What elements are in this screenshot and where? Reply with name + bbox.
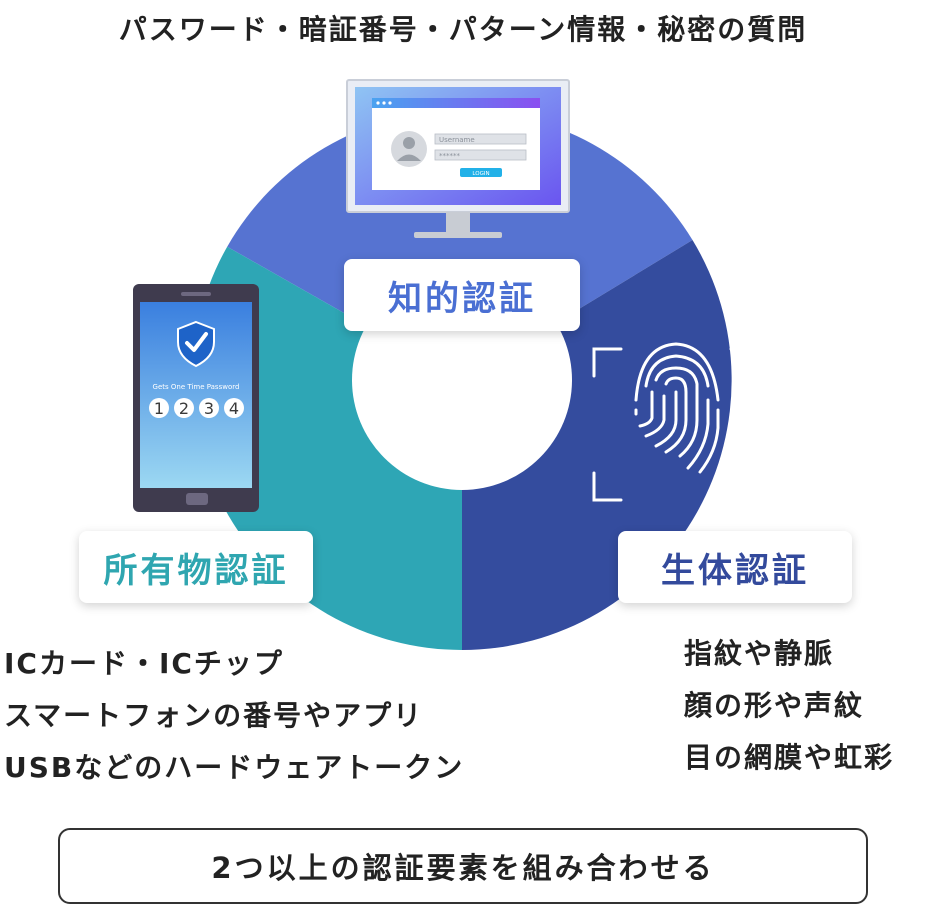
list-item: 顔の形や声紋 [684, 689, 865, 722]
label-knowledge-factor: 知的認証 [344, 259, 580, 331]
list-item: ICカード・ICチップ [4, 647, 284, 680]
biometric-examples-list: 指紋や静脈 顔の形や声紋 目の網膜や虹彩 [684, 628, 894, 784]
summary-box: 2つ以上の認証要素を組み合わせる [58, 828, 868, 904]
username-placeholder: Username [439, 136, 475, 144]
otp-digit: 1 [154, 399, 164, 418]
otp-digits: 1 2 3 4 [149, 398, 244, 418]
smartphone-illustration: Gets One Time Password 1 2 3 4 [133, 284, 259, 512]
otp-digit: 4 [229, 399, 239, 418]
segment-knowledge [227, 110, 693, 381]
label-possession-factor: 所有物認証 [79, 531, 313, 603]
otp-caption: Gets One Time Password [153, 383, 240, 391]
list-item: 目の網膜や虹彩 [684, 741, 895, 774]
possession-examples-list: ICカード・ICチップ スマートフォンの番号やアプリ USBなどのハードウェアト… [4, 638, 464, 794]
list-item: USBなどのハードウェアトークン [4, 751, 465, 784]
otp-digit: 3 [204, 399, 214, 418]
login-button-label: LOGIN [472, 171, 489, 177]
list-item: 指紋や静脈 [684, 637, 835, 670]
login-monitor-illustration: Username ****** LOGIN [346, 79, 570, 238]
summary-text: 2つ以上の認証要素を組み合わせる [211, 851, 715, 885]
list-item: スマートフォンの番号やアプリ [4, 699, 424, 732]
otp-digit: 2 [179, 399, 189, 418]
label-biometric-factor: 生体認証 [618, 531, 852, 603]
password-mask: ****** [439, 152, 461, 160]
page-title: パスワード・暗証番号・パターン情報・秘密の質問 [118, 13, 808, 46]
fingerprint-scan-icon [592, 342, 760, 502]
